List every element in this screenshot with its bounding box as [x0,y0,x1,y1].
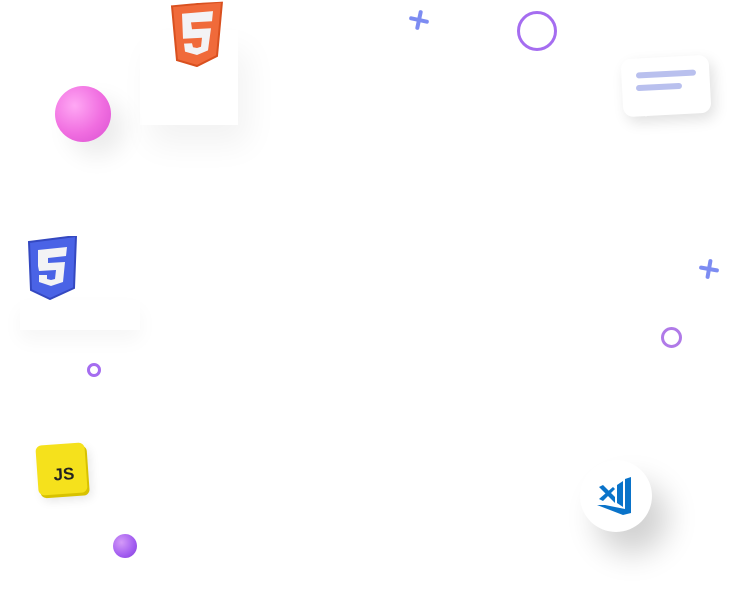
ring-decoration [87,363,101,377]
javascript-logo-icon: JS [35,442,88,496]
plus-icon [406,7,432,33]
vscode-icon [597,477,631,515]
plus-icon [696,256,721,281]
css3-card-shadow [20,300,140,330]
ring-decoration [661,327,682,348]
chat-bubble-icon [620,54,712,118]
pink-sphere [55,86,111,142]
purple-sphere [113,534,137,558]
css3-logo-icon [26,234,80,301]
ring-decoration [517,11,557,51]
html5-logo-icon [170,0,224,69]
vscode-logo-button [580,460,652,532]
